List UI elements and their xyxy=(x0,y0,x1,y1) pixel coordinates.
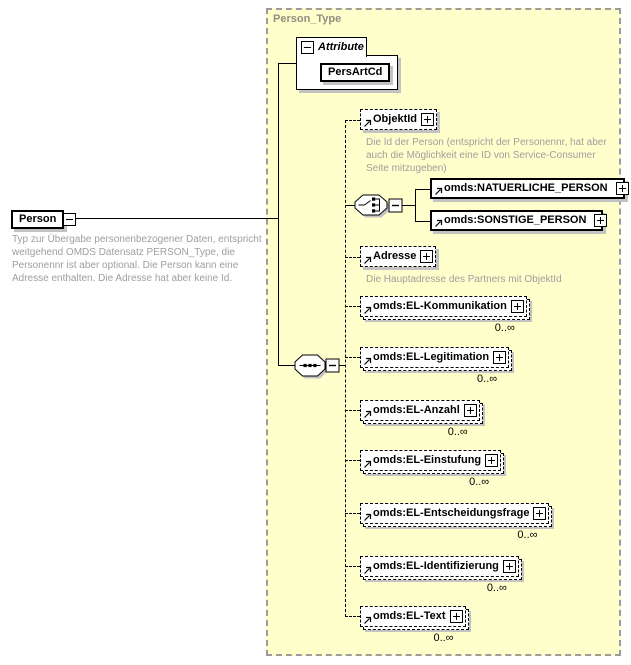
element-el-einstufung[interactable]: omds:EL-Einstufung xyxy=(360,450,502,471)
element-el-anzahl[interactable]: omds:EL-Anzahl xyxy=(360,400,480,421)
element-el-identifizierung-label: omds:EL-Identifizierung xyxy=(373,560,499,572)
element-el-identifizierung[interactable]: omds:EL-Identifizierung xyxy=(360,556,519,577)
connector-line xyxy=(278,365,295,366)
connector-line xyxy=(278,63,279,366)
reference-arrow-icon xyxy=(364,513,372,521)
element-el-kommunikation-label: omds:EL-Kommunikation xyxy=(373,300,507,312)
person-type-container xyxy=(266,8,621,656)
occurrence-label: 0..∞ xyxy=(447,426,468,438)
dashed-stub-line xyxy=(345,410,360,411)
element-el-einstufung-label: omds:EL-Einstufung xyxy=(373,454,482,466)
element-person-label: Person xyxy=(19,213,57,225)
connector-line xyxy=(338,365,346,366)
attribute-section-label: Attribute xyxy=(318,41,364,53)
occurrence-label: 0..∞ xyxy=(486,582,507,594)
connector-line xyxy=(415,189,416,222)
connector-line xyxy=(278,63,297,64)
occurrence-label: 0..∞ xyxy=(494,322,515,334)
dashed-stub-line xyxy=(345,616,360,617)
reference-arrow-icon xyxy=(364,119,372,127)
element-el-entscheidungsfrage-label: omds:EL-Entscheidungsfrage xyxy=(373,507,530,519)
expand-toggle-icon[interactable] xyxy=(510,299,524,313)
expand-toggle-icon[interactable] xyxy=(463,403,477,417)
collapse-toggle-icon[interactable] xyxy=(301,41,314,54)
expand-toggle-icon[interactable] xyxy=(421,112,435,126)
dashed-stub-line xyxy=(345,120,360,121)
expand-toggle-icon[interactable] xyxy=(594,213,608,227)
occurrence-label: 0..∞ xyxy=(517,529,538,541)
element-el-text[interactable]: omds:EL-Text xyxy=(360,606,466,627)
element-el-legitimation-label: omds:EL-Legitimation xyxy=(373,351,490,363)
connector-line xyxy=(345,205,356,206)
dashed-stub-line xyxy=(345,357,360,358)
element-el-anzahl-label: omds:EL-Anzahl xyxy=(373,404,460,416)
objektid-annotation: Die Id der Person (entspricht der Person… xyxy=(366,137,607,174)
element-adresse[interactable]: Adresse xyxy=(360,246,437,267)
attribute-persartcd[interactable]: PersArtCd xyxy=(320,63,391,82)
connector-line xyxy=(73,218,278,219)
expand-toggle-icon[interactable] xyxy=(449,609,463,623)
element-el-entscheidungsfrage[interactable]: omds:EL-Entscheidungsfrage xyxy=(360,503,550,524)
choice-icon[interactable] xyxy=(353,193,403,219)
expand-toggle-icon[interactable] xyxy=(493,350,507,364)
reference-arrow-icon xyxy=(364,357,372,365)
reference-arrow-icon xyxy=(435,187,443,195)
element-el-kommunikation[interactable]: omds:EL-Kommunikation xyxy=(360,296,527,317)
reference-arrow-icon xyxy=(364,256,372,264)
element-el-legitimation[interactable]: omds:EL-Legitimation xyxy=(360,347,510,368)
expand-toggle-icon[interactable] xyxy=(615,181,629,195)
occurrence-label: 0..∞ xyxy=(433,632,454,644)
element-adresse-label: Adresse xyxy=(373,250,417,262)
connector-line xyxy=(415,189,430,190)
connector-line xyxy=(415,221,430,222)
element-objektid[interactable]: ObjektId xyxy=(360,109,438,130)
element-el-text-label: omds:EL-Text xyxy=(373,610,446,622)
expand-toggle-icon[interactable] xyxy=(485,453,499,467)
connector-line xyxy=(400,205,416,206)
element-sonstige-person-label: omds:SONSTIGE_PERSON xyxy=(444,214,587,226)
occurrence-label: 0..∞ xyxy=(469,476,490,488)
dashed-stub-line xyxy=(345,566,360,567)
expand-toggle-icon[interactable] xyxy=(502,559,516,573)
reference-arrow-icon xyxy=(364,410,372,418)
element-objektid-label: ObjektId xyxy=(373,113,418,125)
adresse-annotation: Die Hauptadresse des Partners mit Objekt… xyxy=(366,274,562,285)
reference-arrow-icon xyxy=(364,616,372,624)
collapse-toggle-icon[interactable] xyxy=(63,212,77,226)
occurrence-label: 0..∞ xyxy=(477,373,498,385)
dashed-stub-line xyxy=(345,306,360,307)
reference-arrow-icon xyxy=(364,306,372,314)
element-natuerliche-person-label: omds:NATUERLICHE_PERSON xyxy=(444,182,608,194)
person-annotation: Typ zur Übergabe personenbezogener Daten… xyxy=(12,234,262,284)
person-type-label: Person_Type xyxy=(273,13,342,25)
reference-arrow-icon xyxy=(364,460,372,468)
dashed-stub-line xyxy=(345,513,360,514)
expand-toggle-icon[interactable] xyxy=(420,249,434,263)
element-natuerliche-person[interactable]: omds:NATUERLICHE_PERSON xyxy=(430,178,629,199)
sequence-icon[interactable] xyxy=(293,354,341,380)
expand-toggle-icon[interactable] xyxy=(533,506,547,520)
reference-arrow-icon xyxy=(435,219,443,227)
dashed-stub-line xyxy=(345,460,360,461)
dashed-stub-line xyxy=(345,257,360,258)
reference-arrow-icon xyxy=(364,566,372,574)
element-person[interactable]: Person xyxy=(11,210,77,229)
element-sonstige-person[interactable]: omds:SONSTIGE_PERSON xyxy=(430,210,608,231)
dashed-trunk-line xyxy=(345,120,346,617)
attribute-persartcd-label: PersArtCd xyxy=(328,66,383,78)
